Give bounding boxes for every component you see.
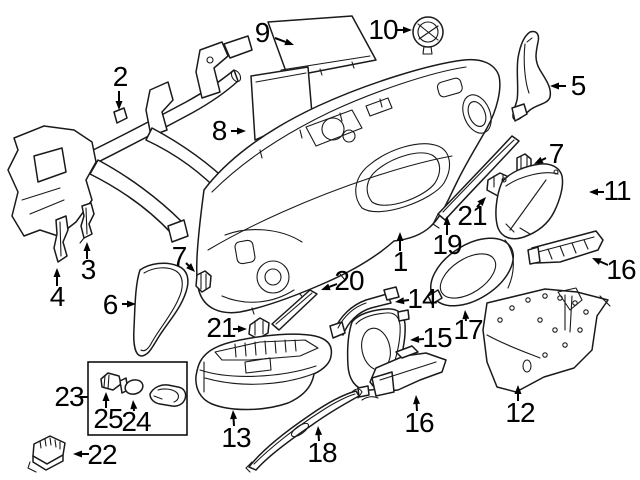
callout-label-22: 22	[87, 439, 117, 470]
leader-arrowhead-7	[534, 156, 544, 164]
leader-line-14	[403, 299, 410, 302]
leader-arrowhead-14	[395, 297, 405, 305]
leader-arrowhead-25	[102, 392, 110, 401]
windshield-trim-strip	[432, 135, 520, 229]
round-speaker-sensor	[412, 16, 444, 55]
callout-label-7: 7	[548, 138, 565, 169]
callout-label-21: 21	[457, 200, 487, 231]
callout-label-21: 21	[206, 312, 236, 343]
callout-label-15: 15	[422, 322, 452, 353]
leader-arrowhead-13	[230, 410, 238, 420]
leader-arrowhead-16	[592, 258, 602, 265]
kit-box-outline	[87, 361, 188, 436]
bracket-3	[79, 202, 95, 244]
leader-arrowhead-8	[237, 127, 246, 135]
support-bracket	[329, 286, 400, 339]
callout-label-6: 6	[102, 289, 119, 320]
bulb-socket-25	[100, 372, 122, 391]
callout-label-13: 13	[221, 422, 251, 453]
callout-label-1: 1	[392, 246, 409, 277]
bulb-kit-box	[87, 361, 188, 436]
leader-line-7	[541, 157, 547, 161]
lower-duct	[361, 345, 447, 401]
lower-trim-strip	[271, 289, 318, 331]
leader-arrowhead-7	[186, 263, 195, 272]
leader-arrowhead-3	[83, 242, 91, 251]
callout-label-11: 11	[603, 175, 631, 206]
callout-label-3: 3	[80, 254, 97, 285]
leader-arrowhead-11	[589, 188, 598, 196]
callout-label-23: 23	[54, 381, 84, 412]
leader-line-20	[329, 283, 338, 288]
callout-label-16: 16	[404, 407, 434, 438]
bulb-holder	[149, 384, 187, 407]
callout-label-17: 17	[453, 314, 483, 345]
callout-label-19: 19	[432, 229, 462, 260]
leader-line-9	[274, 37, 286, 43]
leader-arrowhead-22	[73, 450, 82, 458]
leader-arrowhead-21	[477, 197, 486, 207]
bulb-24	[119, 377, 144, 395]
callout-label-7: 7	[171, 241, 188, 272]
callout-label-8: 8	[211, 115, 228, 146]
glovebox-trim-right	[527, 230, 604, 265]
leader-arrowhead-6	[127, 300, 136, 308]
callout-label-24: 24	[121, 406, 151, 437]
callout-label-25: 25	[93, 403, 123, 434]
side-cover-panel	[133, 262, 189, 357]
callout-label-20: 20	[334, 265, 364, 296]
leader-arrowhead-20	[321, 283, 331, 291]
callout-label-12: 12	[505, 397, 535, 428]
leader-arrowhead-17	[462, 310, 470, 320]
callout-label-2: 2	[112, 61, 129, 92]
leader-arrowhead-24	[130, 400, 138, 410]
callout-label-10: 10	[368, 14, 398, 45]
leader-arrowhead-10	[403, 26, 412, 34]
leader-arrowhead-9	[284, 38, 294, 46]
leader-line-21	[476, 203, 481, 208]
leader-arrowhead-1	[396, 232, 404, 241]
leader-arrowhead-18	[315, 426, 323, 436]
leader-line-16	[599, 260, 609, 266]
crossmember-beam	[7, 35, 253, 243]
leader-line-7	[185, 262, 190, 267]
knee-airbag-module	[495, 163, 564, 240]
callout-label-5: 5	[570, 70, 587, 101]
clip-left	[195, 270, 212, 293]
leader-arrowhead-19	[443, 216, 451, 225]
leader-arrowhead-4	[53, 268, 61, 277]
callout-label-16: 16	[606, 254, 636, 285]
a-pillar-trim	[511, 30, 552, 122]
speaker-grille-panel	[267, 15, 377, 81]
callout-leader-lines	[53, 26, 609, 458]
glovebox-housing	[195, 333, 333, 411]
callout-label-18: 18	[307, 437, 337, 468]
connector-block	[27, 435, 66, 473]
center-duct-ring	[427, 237, 515, 307]
callout-label-9: 9	[254, 17, 271, 48]
leader-arrowhead-15	[410, 335, 420, 343]
switch-lower	[248, 317, 270, 340]
callout-label-14: 14	[407, 283, 437, 314]
leader-arrowhead-21	[238, 325, 247, 333]
floor-panel	[482, 287, 611, 393]
sill-trim-strip	[245, 388, 363, 473]
bracket-4	[53, 215, 69, 263]
leader-arrowhead-12	[514, 385, 522, 394]
leader-arrowhead-2	[115, 101, 123, 110]
callout-label-4: 4	[49, 281, 66, 312]
leader-arrowhead-16	[413, 395, 421, 405]
leader-arrowhead-5	[550, 82, 559, 90]
